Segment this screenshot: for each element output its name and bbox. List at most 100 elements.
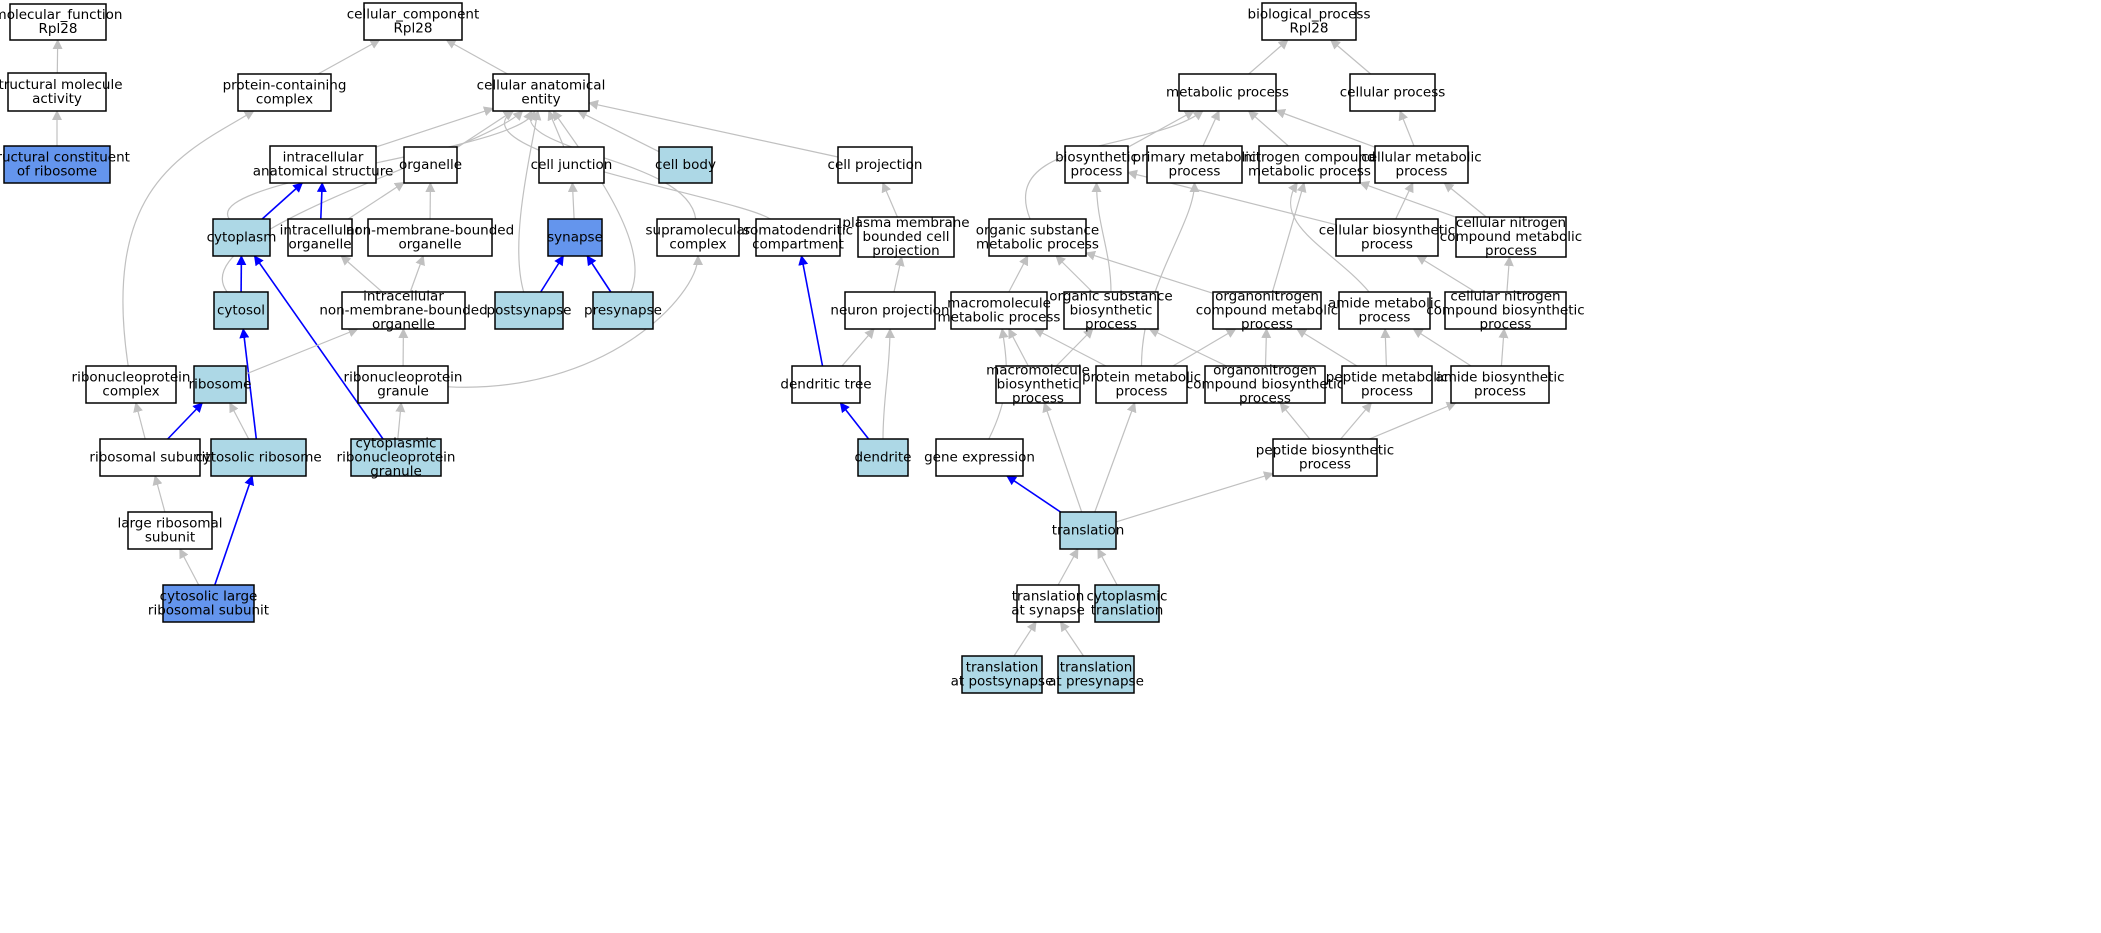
node-box[interactable] <box>1258 145 1361 184</box>
node-box[interactable] <box>1016 584 1080 623</box>
node-box[interactable] <box>857 438 909 477</box>
node-cr[interactable]: cytosolic ribosome <box>195 438 322 477</box>
node-box[interactable] <box>1374 145 1469 184</box>
node-box[interactable] <box>1094 584 1160 623</box>
node-box[interactable] <box>367 218 493 257</box>
node-mp[interactable]: metabolic process <box>1166 73 1289 112</box>
node-box[interactable] <box>1095 365 1188 404</box>
node-box[interactable] <box>213 291 269 330</box>
node-cytosol[interactable]: cytosol <box>213 291 269 330</box>
node-cb[interactable]: cell body <box>655 146 716 184</box>
node-box[interactable] <box>237 73 332 112</box>
node-box[interactable] <box>961 655 1043 694</box>
node-box[interactable] <box>1178 73 1277 112</box>
node-box[interactable] <box>988 218 1087 257</box>
node-cyto[interactable]: cytoplasm <box>207 218 277 257</box>
node-box[interactable] <box>1059 511 1117 550</box>
node-box[interactable] <box>656 218 740 257</box>
node-box[interactable] <box>403 146 458 184</box>
node-tr[interactable]: translation <box>1052 511 1125 550</box>
node-box[interactable] <box>269 145 377 184</box>
node-box[interactable] <box>193 365 247 404</box>
node-ribo[interactable]: ribosome <box>189 365 252 404</box>
node-box[interactable] <box>341 291 466 330</box>
node-box[interactable] <box>7 72 107 112</box>
node-syn[interactable]: synapse <box>547 218 603 257</box>
node-box[interactable] <box>357 365 449 404</box>
node-box[interactable] <box>1455 216 1567 258</box>
node-box[interactable] <box>287 218 353 257</box>
node-box[interactable] <box>995 365 1081 404</box>
node-box[interactable] <box>1064 145 1129 184</box>
node-ge[interactable]: gene expression <box>924 438 1035 477</box>
node-box[interactable] <box>1272 438 1378 477</box>
node-box[interactable] <box>350 438 442 477</box>
node-post[interactable]: postsynapse <box>487 291 572 330</box>
node-box[interactable] <box>1063 291 1159 330</box>
node-box[interactable] <box>935 438 1024 477</box>
node-box[interactable] <box>791 365 861 404</box>
node-box[interactable] <box>1204 365 1326 404</box>
node-box[interactable] <box>1338 291 1431 330</box>
node-box[interactable] <box>1444 291 1567 330</box>
node-box[interactable] <box>212 218 271 257</box>
node-box[interactable] <box>592 291 654 330</box>
node-inmbo[interactable]: intracellularnon-membrane-boundedorganel… <box>319 289 487 333</box>
node-pre[interactable]: presynapse <box>584 291 662 330</box>
node-box[interactable] <box>1349 73 1436 112</box>
node-box[interactable] <box>658 146 713 184</box>
node-box[interactable] <box>99 438 201 477</box>
node-box[interactable] <box>1212 291 1322 330</box>
node-cpro[interactable]: cellular process <box>1340 73 1446 112</box>
node-cj[interactable]: cell junction <box>531 146 613 184</box>
node-box[interactable] <box>755 218 841 257</box>
node-box[interactable] <box>844 291 936 330</box>
node-box[interactable] <box>9 3 107 41</box>
node-box[interactable] <box>547 218 603 257</box>
node-box[interactable] <box>3 145 111 184</box>
node-cp[interactable]: cell projection <box>828 146 923 184</box>
node-box[interactable] <box>492 73 590 112</box>
node-dend[interactable]: dendrite <box>855 438 912 477</box>
node-box[interactable] <box>127 511 213 550</box>
node-box[interactable] <box>837 146 913 184</box>
